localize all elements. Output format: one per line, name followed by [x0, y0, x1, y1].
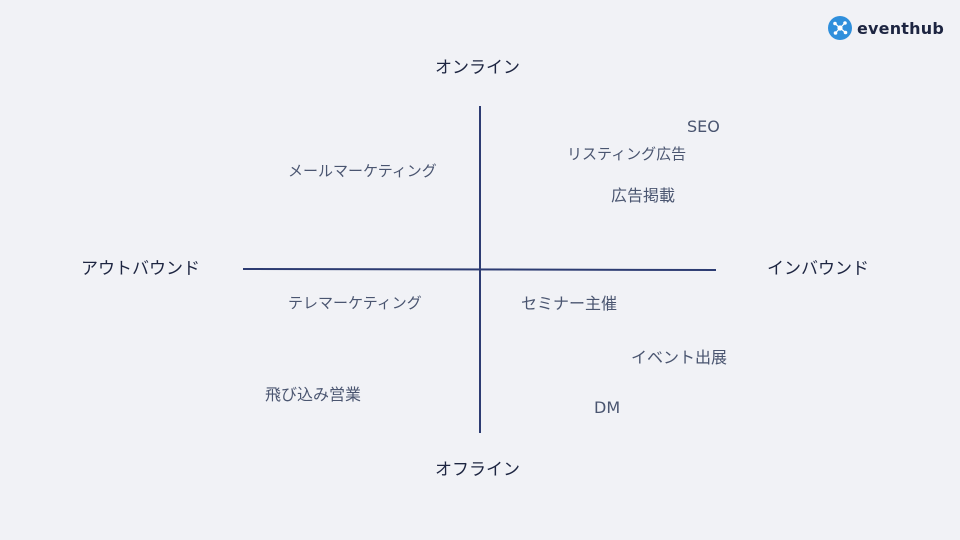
brand-name: eventhub — [856, 18, 944, 38]
axis-label-inbound: インバウンド — [767, 259, 869, 279]
axis-label-offline: オフライン — [435, 460, 520, 480]
brand-logo: eventhub — [827, 16, 944, 40]
item-ad-placement: 広告掲載 — [611, 186, 676, 205]
item-cold-sales: 飛び込み営業 — [265, 385, 362, 404]
item-email-marketing: メールマーケティング — [288, 162, 437, 180]
eventhub-logo-icon — [827, 16, 852, 40]
item-event-exhibit: イベント出展 — [631, 348, 728, 367]
axis-label-online: オンライン — [435, 58, 520, 78]
item-seo: SEO — [687, 117, 720, 136]
item-dm: DM — [594, 398, 621, 417]
axis-label-outbound: アウトバウンド — [81, 259, 200, 279]
item-seminar: セミナー主催 — [521, 294, 618, 313]
item-listing-ads: リスティング広告 — [567, 145, 687, 163]
item-telemarketing: テレマーケティング — [288, 294, 422, 312]
